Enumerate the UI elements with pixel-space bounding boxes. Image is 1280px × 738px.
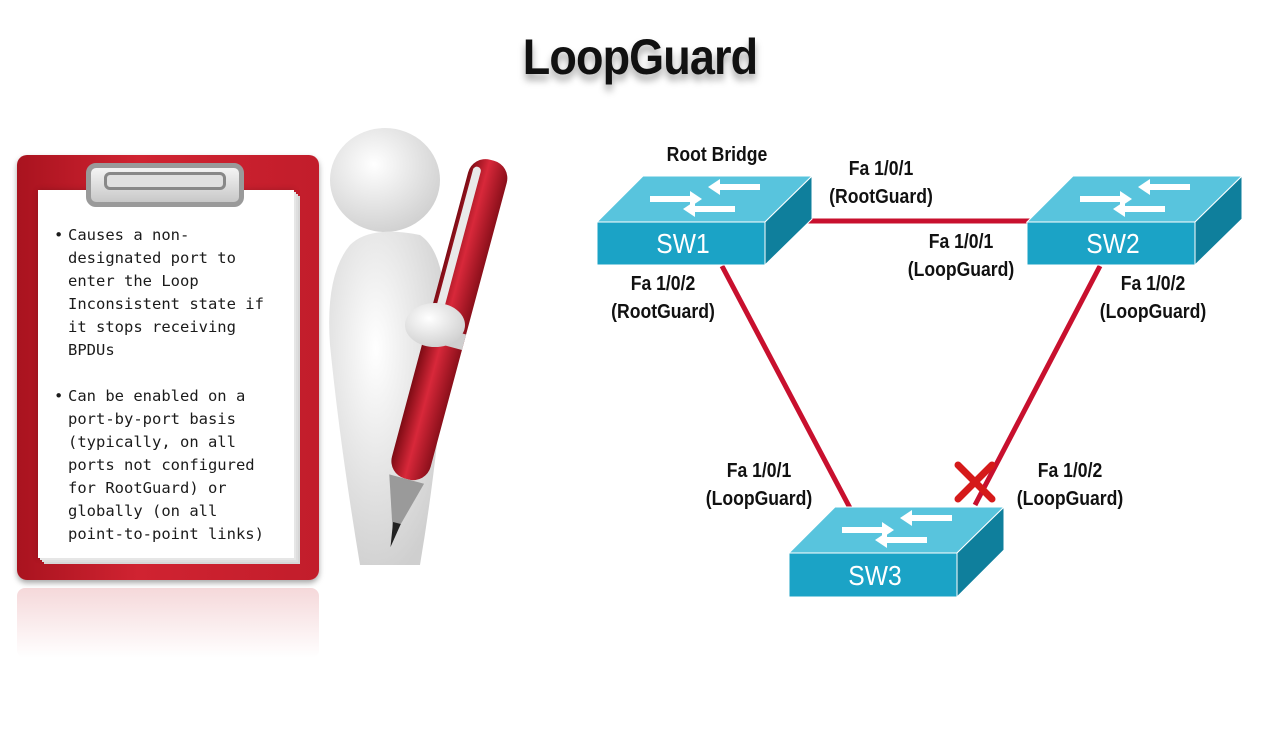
- link-sw1-sw3: [719, 264, 853, 510]
- mascot-hand: [405, 303, 465, 347]
- mascot-head: [330, 128, 440, 232]
- bullet-list: Causes a non-designated port to enter th…: [52, 224, 282, 569]
- bullet-item-1: Causes a non-designated port to enter th…: [52, 224, 282, 362]
- port-mode: (RootGuard): [829, 186, 933, 208]
- port-id: Fa 1/0/1: [848, 158, 914, 180]
- page-title: LoopGuard: [522, 29, 758, 85]
- mascot-with-pen-illustration: [329, 128, 508, 565]
- port-id: Fa 1/0/2: [1120, 273, 1186, 295]
- port-mode: (LoopGuard): [705, 488, 813, 510]
- switch-sw1-icon: [595, 174, 814, 267]
- port-mode: (LoopGuard): [1016, 488, 1124, 510]
- port-id: Fa 1/0/1: [928, 231, 994, 253]
- port-mode: (LoopGuard): [1099, 301, 1207, 323]
- port-id: Fa 1/0/2: [1037, 460, 1103, 482]
- blocked-port-x-icon: [954, 461, 996, 503]
- port-label-sw3-fa101: Fa 1/0/1 (LoopGuard): [698, 457, 819, 513]
- switch-sw3-icon: [787, 505, 1006, 599]
- port-label-sw3-fa102: Fa 1/0/2 (LoopGuard): [1009, 457, 1130, 513]
- clipboard-reflection: [17, 588, 319, 658]
- switch-sw2-icon: [1025, 174, 1244, 267]
- sw1-label: SW1: [656, 228, 710, 259]
- bullet-item-2: Can be enabled on a port-by-port basis (…: [52, 385, 282, 546]
- port-label-sw2-fa101: Fa 1/0/1 (LoopGuard): [900, 228, 1021, 284]
- sw2-label: SW2: [1086, 228, 1140, 259]
- port-label-sw2-fa102: Fa 1/0/2 (LoopGuard): [1092, 270, 1213, 326]
- port-label-sw1-fa102: Fa 1/0/2 (RootGuard): [602, 270, 723, 326]
- port-id: Fa 1/0/2: [630, 273, 696, 295]
- clipboard-clip-bar: [104, 172, 226, 190]
- root-bridge-label: Root Bridge: [666, 144, 768, 166]
- port-mode: (RootGuard): [611, 301, 715, 323]
- sw3-label: SW3: [848, 560, 902, 591]
- port-id: Fa 1/0/1: [726, 460, 792, 482]
- link-sw2-sw3: [972, 264, 1103, 507]
- port-mode: (LoopGuard): [907, 259, 1015, 281]
- port-label-sw1-fa101: Fa 1/0/1 (RootGuard): [820, 155, 941, 211]
